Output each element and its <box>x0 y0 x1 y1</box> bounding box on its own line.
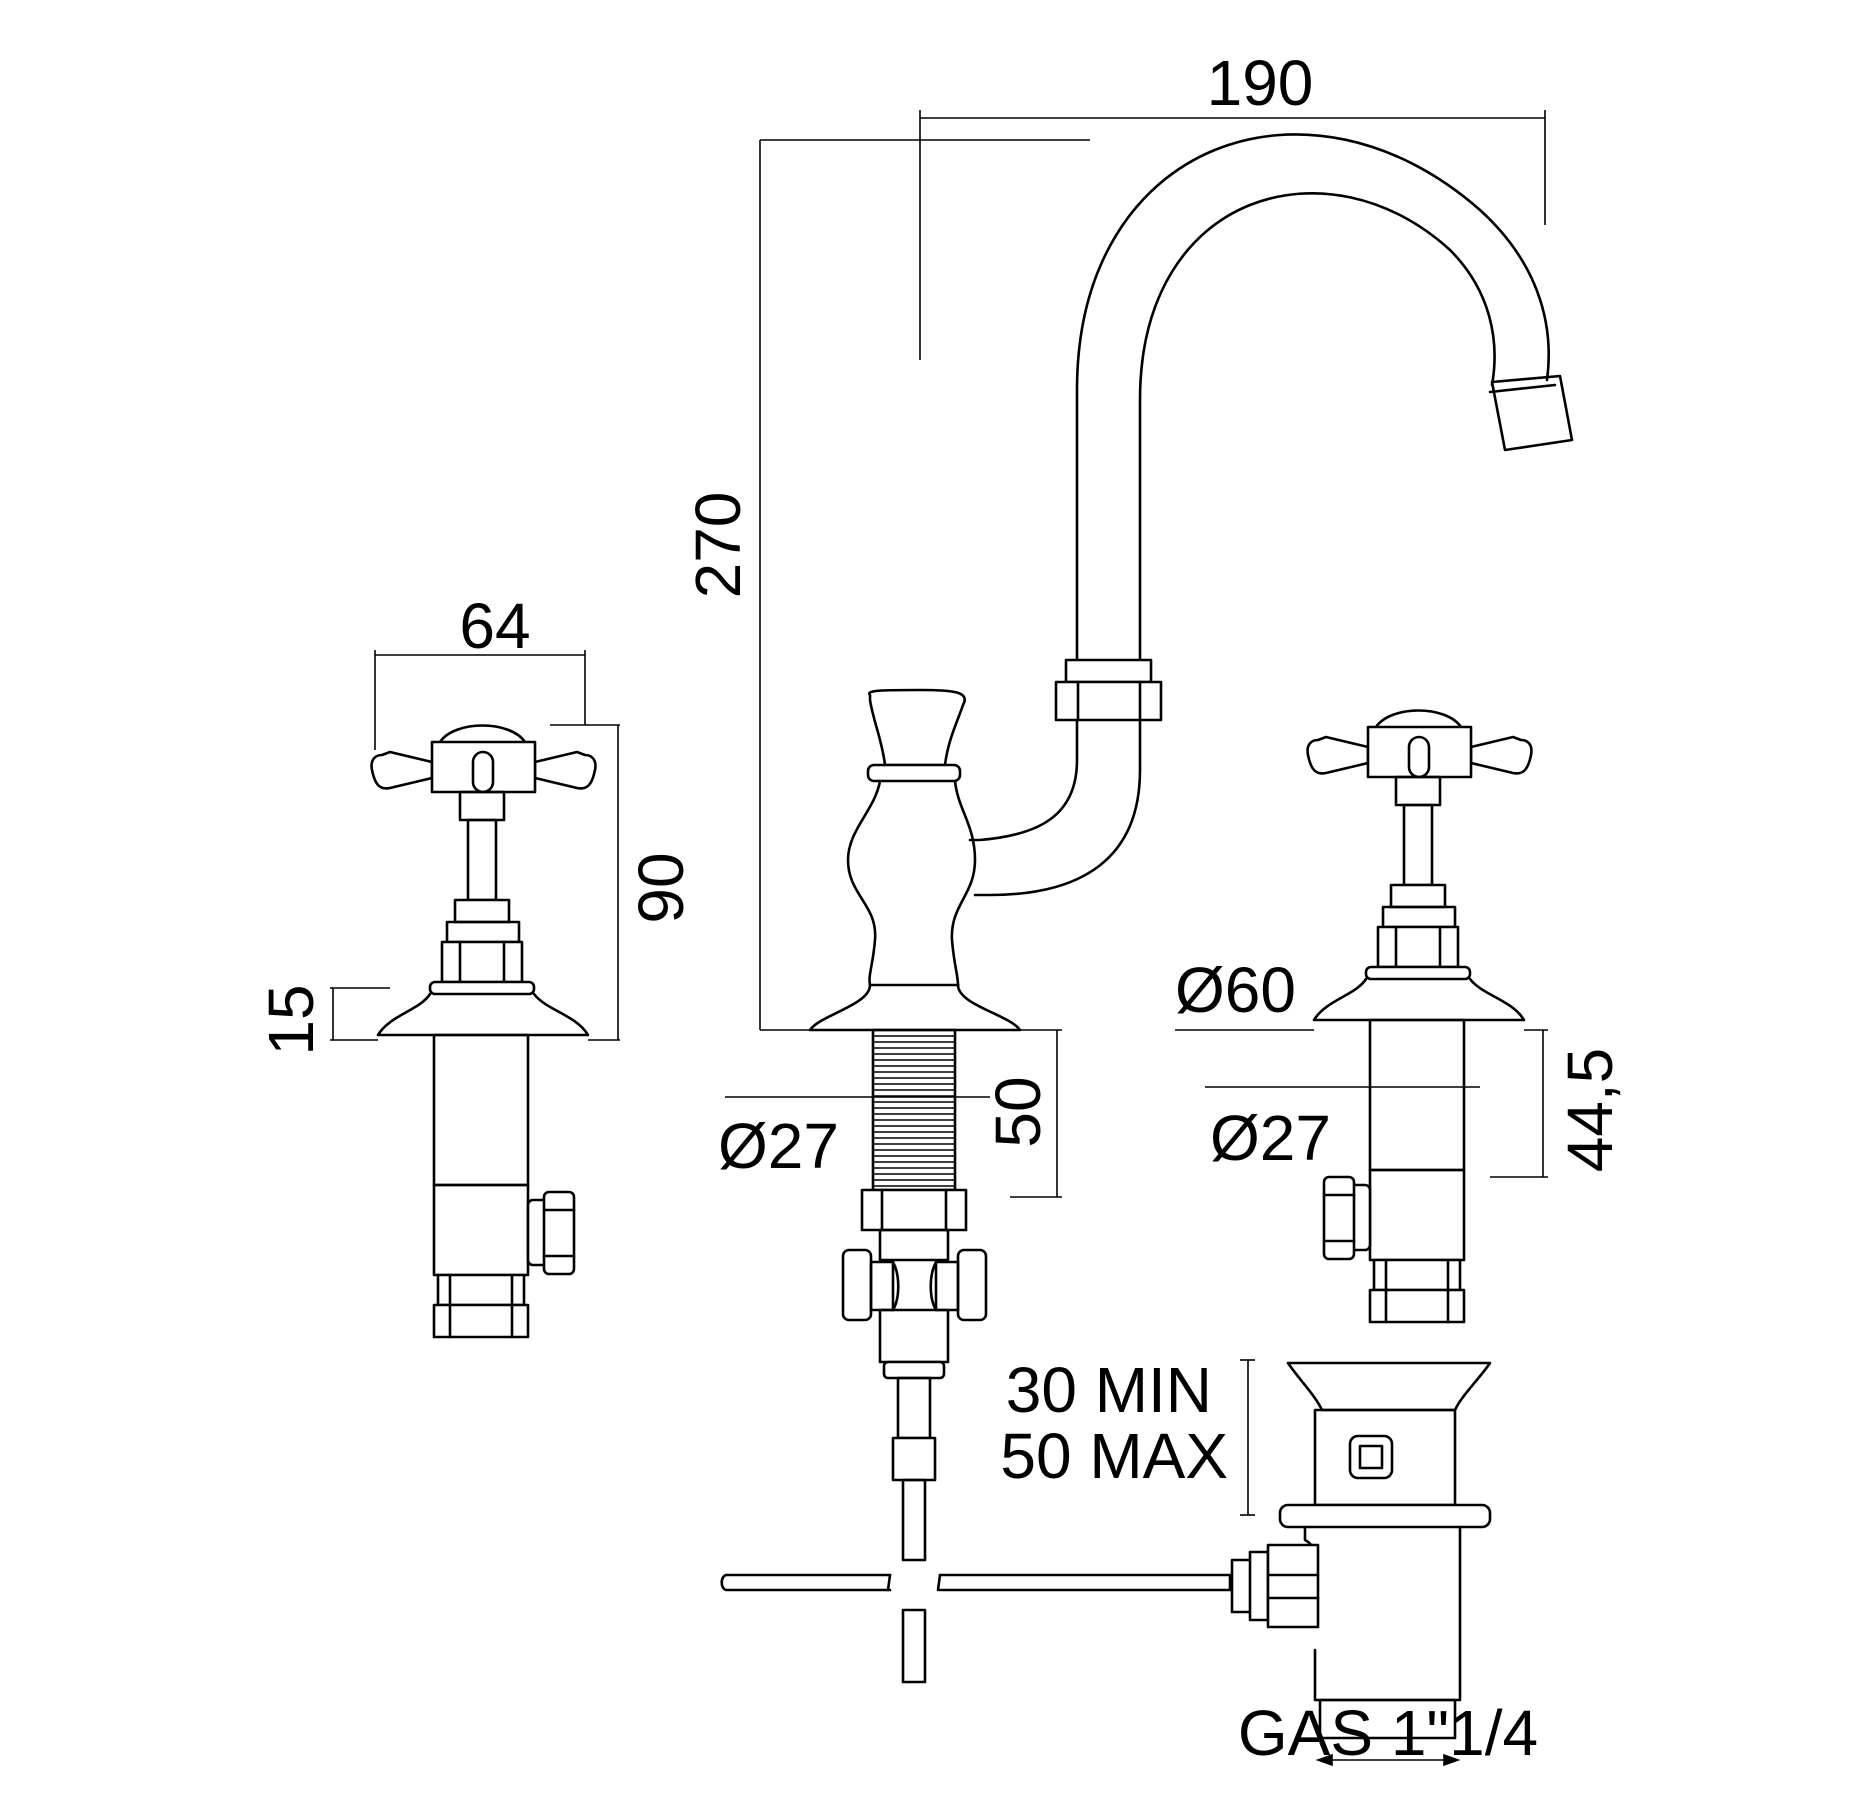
dim-diameter-60: Ø60 <box>1175 954 1296 1026</box>
dim-270: 270 <box>682 492 754 599</box>
dim-50: 50 <box>982 1076 1054 1147</box>
dim-64: 64 <box>459 590 530 662</box>
dim-30-min: 30 MIN <box>1006 1354 1212 1426</box>
dimension-lines <box>330 110 1548 1767</box>
left-cross-handle-valve <box>370 724 597 1339</box>
dim-gas-thread: GAS 1"1/4 <box>1238 1697 1538 1769</box>
dim-50-max: 50 MAX <box>1000 1420 1228 1492</box>
right-cross-handle-valve <box>1306 709 1533 1324</box>
dim-44-5: 44,5 <box>1554 1048 1626 1173</box>
pop-up-rod-assembly <box>720 1573 1232 1684</box>
dim-190: 190 <box>1207 47 1314 119</box>
waste-drain <box>1230 1361 1492 1740</box>
dim-90: 90 <box>625 852 697 923</box>
spout <box>808 133 1574 1562</box>
dim-diameter-27-right: Ø27 <box>1210 1102 1331 1174</box>
dim-diameter-27-center: Ø27 <box>718 1110 839 1182</box>
thread-lines <box>873 1035 955 1187</box>
dim-15: 15 <box>255 984 327 1055</box>
